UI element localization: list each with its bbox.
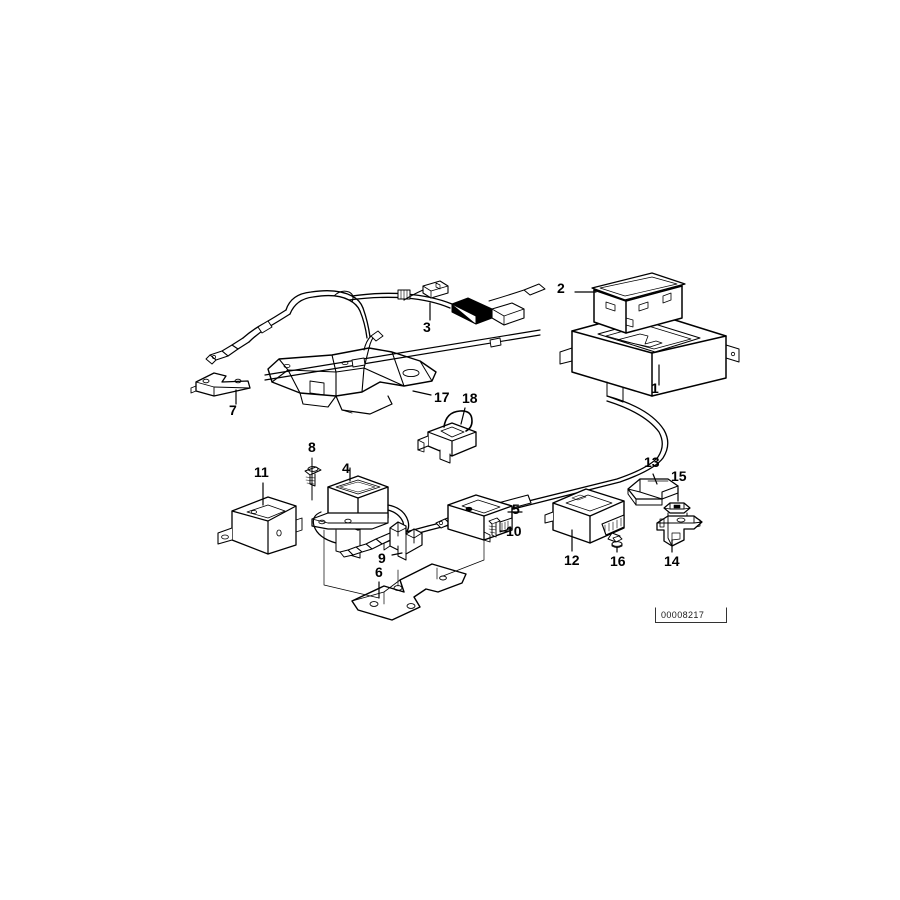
callout-14: 14 [664, 553, 680, 569]
callout-7: 7 [229, 402, 237, 418]
part-6-mounting-plate [351, 563, 467, 621]
callout-3: 3 [423, 319, 431, 335]
diagram-id-frame [655, 607, 727, 623]
coax-connector [205, 337, 250, 365]
part-18-sensor-module [417, 410, 477, 464]
harness-connector-b [451, 297, 493, 325]
part-4-siren-horn [311, 475, 410, 559]
part-9-cable-clip [383, 521, 423, 561]
callout-4: 4 [342, 460, 350, 476]
construction-line-4-6 [323, 529, 380, 599]
part-16-nut-washer [611, 535, 623, 548]
construction-line-5-6 [442, 537, 485, 577]
part-8-screw-fastener [304, 466, 322, 487]
callout-13: 13 [644, 454, 660, 470]
callout-16: 16 [610, 553, 626, 569]
callout-6: 6 [375, 564, 383, 580]
leader-9 [391, 552, 403, 556]
harness-connector-a [422, 280, 449, 299]
part-7-flat-bracket [190, 372, 251, 397]
callout-1: 1 [651, 380, 659, 396]
part-10-screw-fastener-small [488, 517, 501, 538]
callout-8: 8 [308, 439, 316, 455]
leader-17 [412, 390, 432, 396]
part-3-wiring-harness [205, 280, 546, 365]
leader-18 [460, 407, 466, 425]
part-11-angle-bracket [217, 496, 303, 555]
callout-18: 18 [462, 390, 478, 406]
part-12-control-unit [544, 488, 625, 544]
callout-2: 2 [557, 280, 565, 296]
part-17-wire-frame-cradle [267, 330, 437, 415]
part-2-module-cover [591, 272, 686, 334]
part-14-retaining-bracket [656, 515, 703, 547]
callout-11: 11 [254, 464, 269, 480]
callout-12: 12 [564, 552, 580, 568]
leader-13 [652, 473, 658, 485]
callout-10: 10 [506, 523, 522, 539]
callout-17: 17 [434, 389, 450, 405]
callout-5: 5 [512, 501, 520, 517]
diagram-id-code: 00008217 [661, 610, 705, 620]
callout-15: 15 [671, 468, 687, 484]
callout-9: 9 [378, 550, 386, 566]
part-13-clip-cover [627, 478, 679, 506]
